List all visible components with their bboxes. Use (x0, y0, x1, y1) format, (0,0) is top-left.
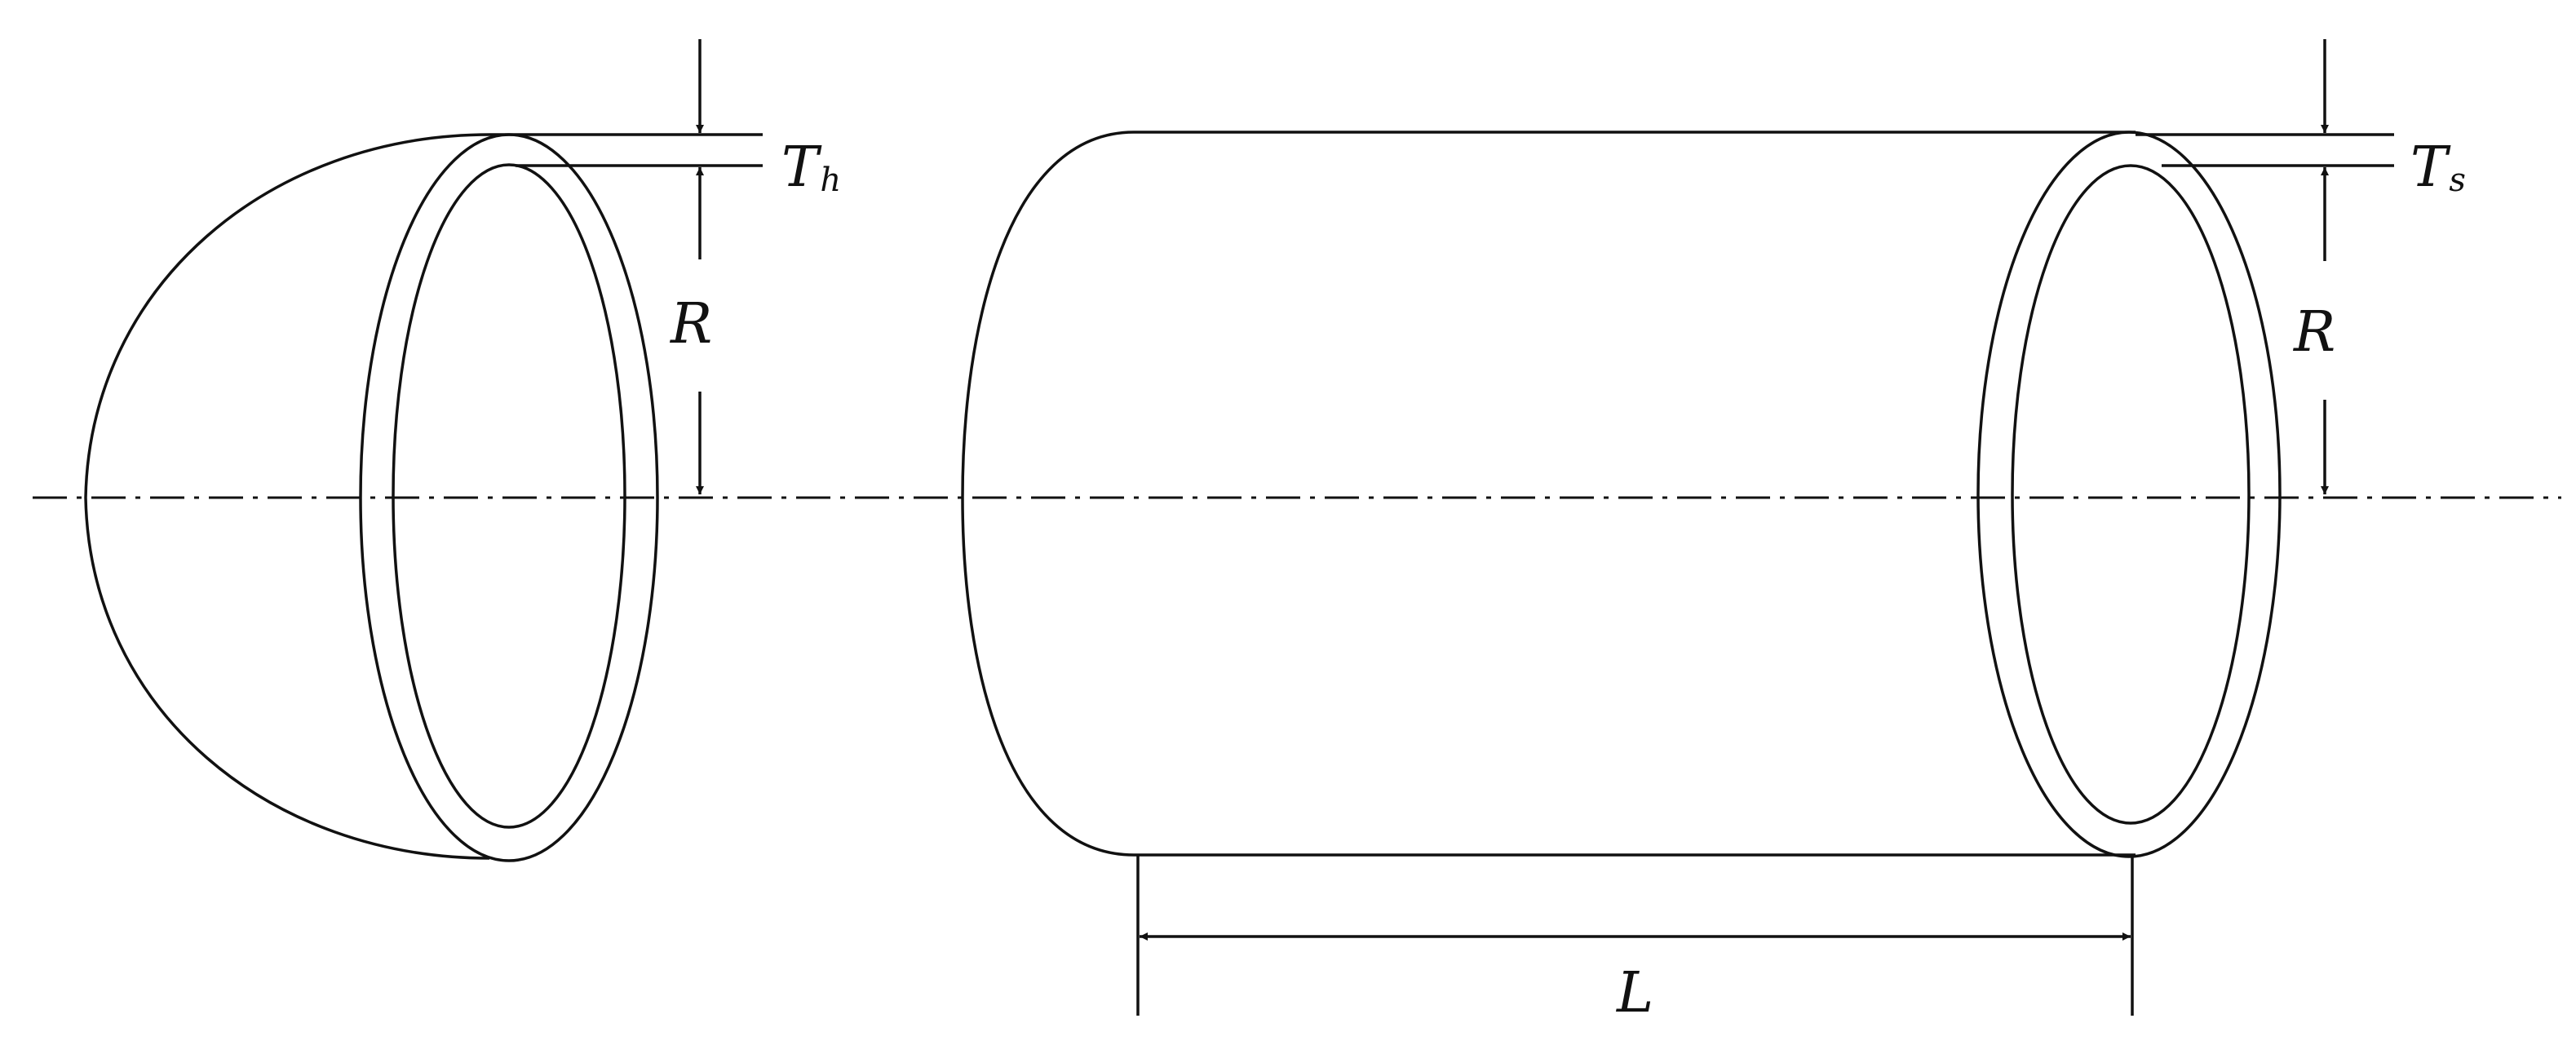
shell-thickness-label: Ts (2410, 135, 2466, 200)
shell-radius-label: R (2292, 300, 2335, 365)
head-dome-outline (84, 133, 490, 860)
shell-inner-rim (2011, 164, 2251, 825)
head-inner-rim (392, 163, 626, 829)
shell-left-end-arc (961, 131, 1135, 857)
head-thickness-label: Th (781, 135, 841, 200)
length-label: L (1615, 961, 1653, 1025)
head-radius-label: R (669, 292, 712, 356)
cylindrical-shell (961, 131, 2282, 858)
shell-outer-rim (1976, 131, 2282, 858)
